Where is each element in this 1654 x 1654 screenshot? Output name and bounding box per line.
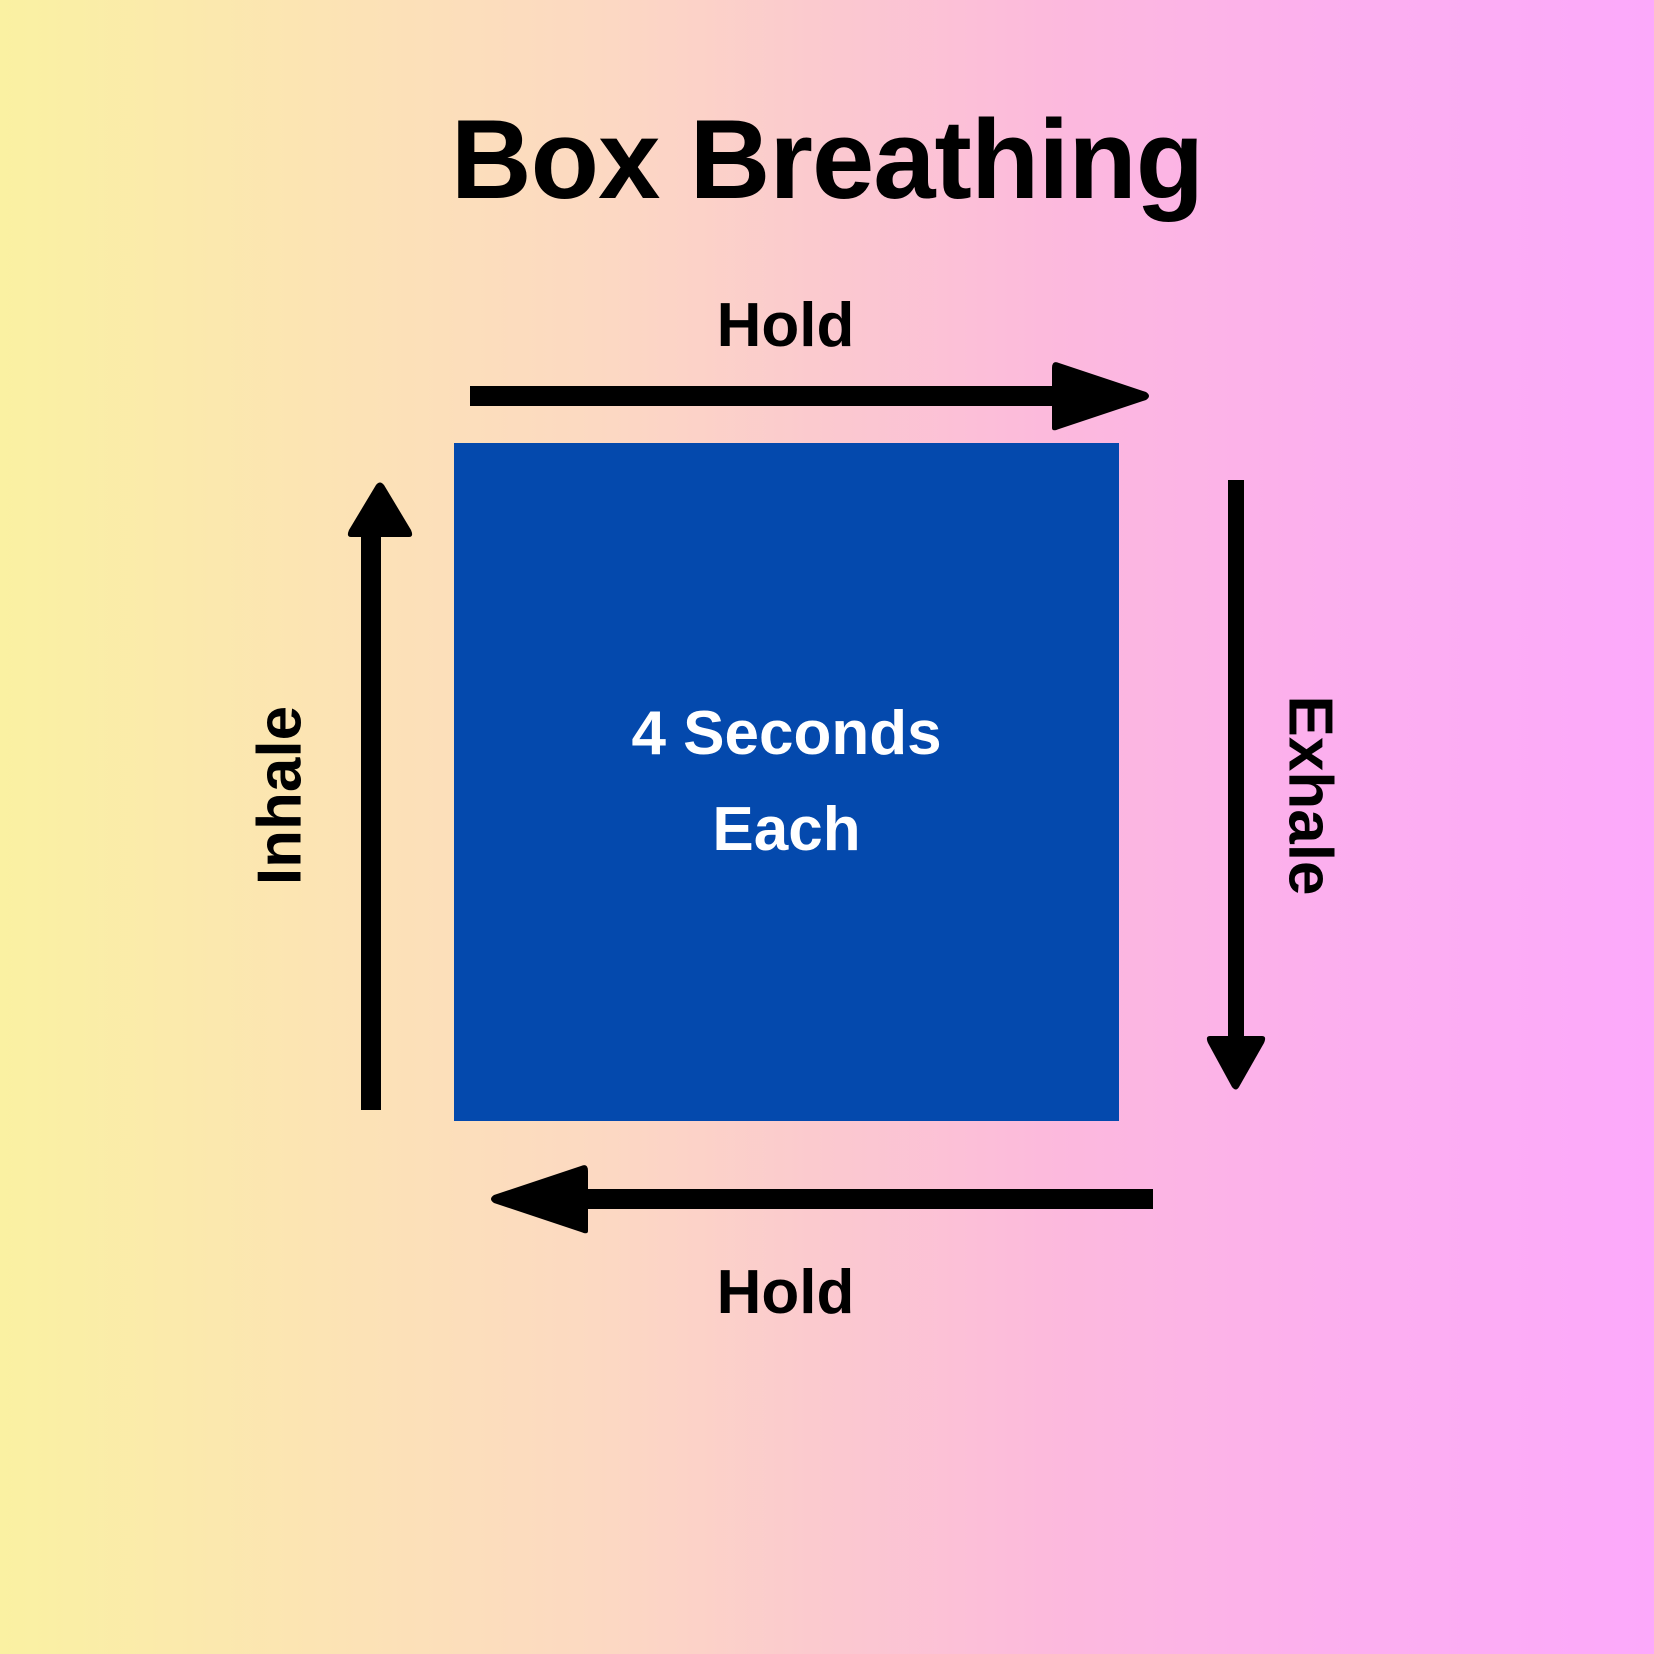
label-inhale: Inhale [245, 705, 315, 886]
box-caption: 4 Seconds Each [454, 443, 1119, 1121]
label-exhale: Exhale [1275, 695, 1345, 896]
label-hold-bottom: Hold [716, 1258, 855, 1327]
arrow-left-icon [491, 1165, 1153, 1234]
page-title: Box Breathing [450, 97, 1204, 222]
arrow-up-icon [347, 482, 413, 1110]
breathing-box: 4 Seconds Each [454, 443, 1119, 1121]
arrow-down-icon [1206, 480, 1266, 1090]
label-hold-top: Hold [716, 291, 855, 360]
arrow-right-icon [470, 362, 1149, 431]
box-caption-line-1: 4 Seconds [631, 698, 942, 768]
box-caption-line-2: Each [712, 795, 861, 864]
